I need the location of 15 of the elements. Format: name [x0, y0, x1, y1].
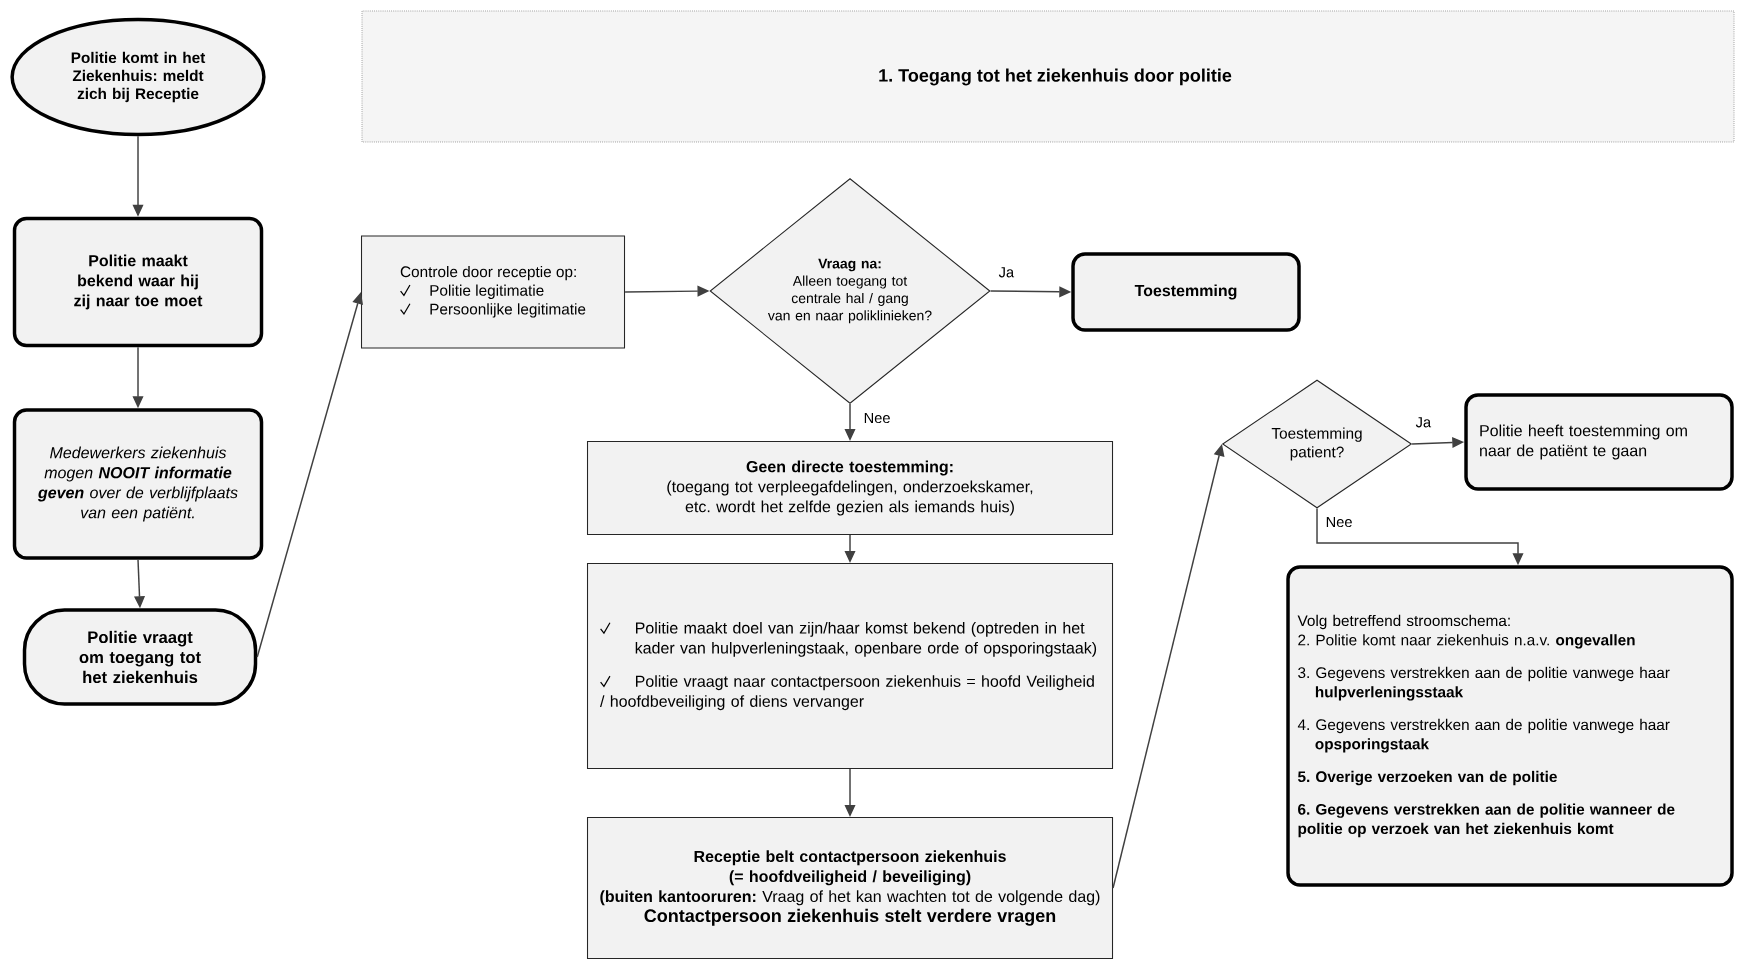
start-oval: Politie komt in het Ziekenhuis: meldt zich bij Receptie	[10, 17, 266, 137]
process-box: Receptie belt contactpersoon ziekenhuis (= hoofdveiligheid / beveiliging) (buiten kantooruren: Vraag of het kan wachten tot de volgende dag) Contactpersoon ziekenhuis stelt verdere vragen	[586, 816, 1114, 960]
process-box: Geen directe toestemming: (toegang tot verpleegafdelingen, onderzoekskamer, etc. wordt het zelfde gezien als iemands huis)	[586, 440, 1114, 536]
edge-label: Nee	[862, 411, 892, 425]
outcome-box: Toestemming	[1071, 252, 1301, 332]
title-box: 1. Toegang tot het ziekenhuis door politie	[361, 10, 1735, 143]
note-box: Medewerkers ziekenhuis mogen NOOIT informatie geven over de verblijfplaats van een patiënt.	[12, 408, 264, 560]
edge-label: Nee	[1324, 515, 1354, 529]
edge-label: Ja	[1414, 415, 1433, 429]
process-box: Politie maakt bekend waar hij zij naar toe moet	[12, 216, 264, 348]
reference-box: Volg betreffend stroomschema: 2. Politie komt naar ziekenhuis n.a.v. ongevallen 3. Gegevens verstrekken aan de politie vanwege haar hulpverleningsstaak 4. Gegevens verstrekken aan de politie vanwege haar opsporingstaak 5. Overige verzoeken van de politie 6. Gegevens verstrekken aan de politie wanneer de politie op verzoek van het ziekenhuis komt	[1286, 565, 1734, 887]
process-box: Controle door receptie op: Politie legitimatie Persoonlijke legitimatie	[360, 235, 626, 349]
edge-label: Ja	[997, 265, 1016, 279]
outcome-box: Politie heeft toestemming om naar de patiënt te gaan	[1464, 393, 1734, 491]
process-box: Politie maakt doel van zijn/haar komst bekend (optreden in het kader van hulpverleningstaak, openbare orde of opsporingstaak) Politie vraagt naar contactpersoon ziekenhuis = hoofd Veiligheid / hoofdbeveiliging of diens vervanger	[586, 562, 1114, 770]
